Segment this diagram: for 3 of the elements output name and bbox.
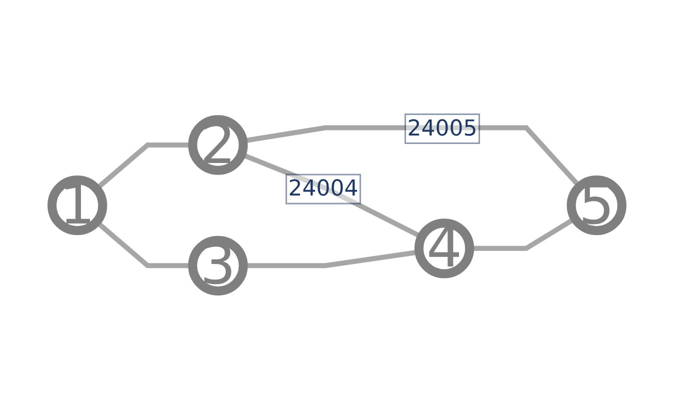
edge-label: 24005 <box>407 116 478 141</box>
edge-label: 24004 <box>288 176 358 202</box>
node-circle: 4 <box>414 218 474 278</box>
